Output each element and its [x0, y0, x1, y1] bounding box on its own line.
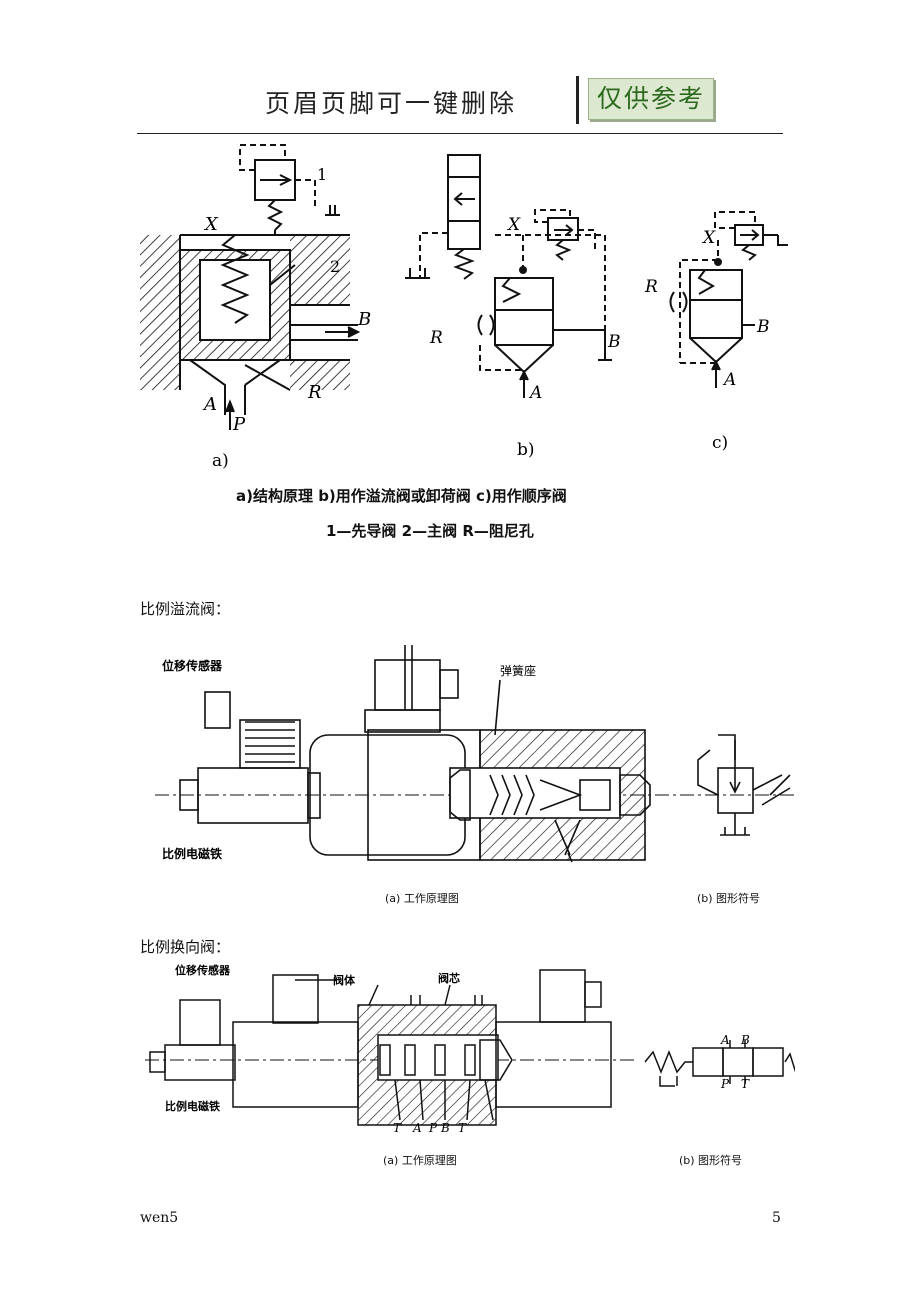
directional-caption-b: (b) 图形符号	[679, 1154, 743, 1167]
port-b: B	[440, 1121, 450, 1135]
label-valve-spool: 阀芯	[438, 971, 460, 985]
label-x-b: X	[506, 215, 521, 235]
footer-left-text: wen5	[140, 1210, 179, 1226]
label-a-b: A	[528, 383, 542, 403]
symbol-drawing-c	[669, 211, 788, 388]
header-divider	[576, 76, 579, 124]
subfig-c-label: c)	[712, 433, 728, 453]
symbol-port-b: B	[740, 1033, 750, 1047]
label-1: 1	[317, 165, 327, 184]
pilot-valve-figure: X 1 2 B R A P X R B A	[140, 144, 788, 471]
label-x-a: X	[203, 214, 219, 235]
header-title: 页眉页脚可一键删除	[265, 89, 518, 118]
label-valve-body: 阀体	[333, 973, 356, 987]
label-displacement-sensor-2: 位移传感器	[175, 963, 231, 977]
label-2: 2	[330, 257, 340, 276]
relief-caption-b: (b) 图形符号	[697, 892, 761, 905]
header-rule	[137, 133, 783, 134]
label-displacement-sensor: 位移传感器	[162, 658, 223, 673]
label-a-a: A	[202, 394, 217, 415]
directional-caption-a: (a) 工作原理图	[383, 1154, 457, 1167]
symbol-port-t: T	[741, 1077, 750, 1091]
page-number: 5	[772, 1210, 781, 1226]
symbol-drawing-b	[405, 154, 612, 398]
structure-drawing-a	[140, 144, 361, 430]
label-p-a: P	[232, 414, 246, 435]
label-proportional-magnet: 比例电磁铁	[162, 846, 222, 861]
label-r-b: R	[429, 328, 443, 348]
directional-valve-drawing: 位移传感器 比例电磁铁 阀体 阀芯 T A P B T A B P T	[145, 963, 795, 1135]
label-proportional-magnet-2: 比例电磁铁	[165, 1099, 220, 1113]
port-p: P	[428, 1121, 438, 1135]
reference-stamp: 仅供参考	[588, 78, 714, 120]
symbol-port-a: A	[720, 1033, 730, 1047]
label-b-b: B	[607, 332, 621, 352]
section-title-directional: 比例换向阀：	[140, 938, 231, 956]
label-b-a: B	[357, 309, 371, 330]
relief-valve-drawing: 位移传感器 比例电磁铁 弹簧座	[155, 645, 795, 863]
port-t-right: T	[458, 1121, 467, 1135]
label-r-a: R	[307, 382, 322, 403]
label-r-c: R	[644, 277, 658, 297]
port-t-left: T	[393, 1121, 402, 1135]
label-spring-seat: 弹簧座	[500, 663, 536, 678]
label-a-c: A	[722, 370, 736, 390]
port-a: A	[412, 1121, 422, 1135]
label-b-c: B	[756, 317, 770, 337]
figure1-caption-line1: a)结构原理 b)用作溢流阀或卸荷阀 c)用作顺序阀	[236, 487, 567, 505]
subfig-b-label: b)	[517, 440, 535, 460]
label-x-c: X	[701, 228, 716, 248]
relief-caption-a: (a) 工作原理图	[385, 892, 459, 905]
section-title-relief: 比例溢流阀：	[140, 600, 231, 618]
subfig-a-label: a)	[212, 451, 229, 471]
figure1-caption-line2: 1—先导阀 2—主阀 R—阻尼孔	[326, 522, 534, 540]
symbol-port-p: P	[720, 1077, 730, 1091]
